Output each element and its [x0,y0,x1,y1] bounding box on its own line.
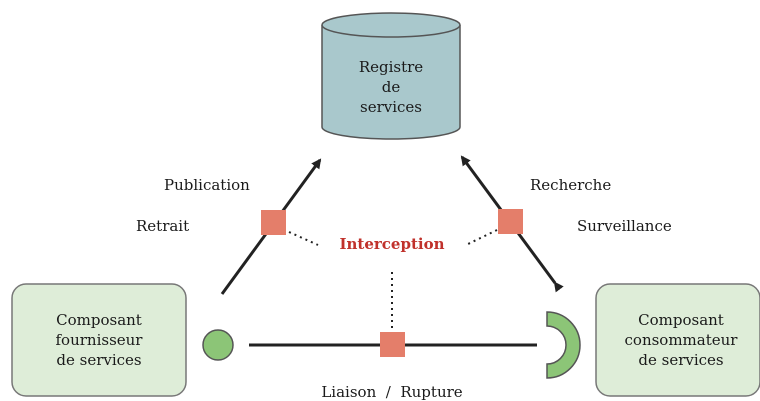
interception-label: Interception [340,235,445,253]
interceptor-binding [380,332,405,357]
consumer-component: Composant consommateur de services [595,283,760,397]
interceptor-publication [261,210,286,235]
registry-label-line1: Registre [359,58,423,76]
registry-top [321,12,461,38]
required-port [546,311,581,379]
provider-label-line1: Composant [56,311,142,329]
recherche-label: Recherche [530,176,611,194]
consumer-label-line3: de services [638,351,723,369]
consumer-label-line2: consommateur [625,331,739,349]
interception-dotted-right [465,229,498,246]
consumer-box [595,283,760,397]
provider-box [11,283,187,397]
service-registry: Registre de services [321,12,461,140]
publication-label: Publication [164,176,250,194]
provider-component: Composant fournisseur de services [11,283,187,397]
interceptor-lookup [498,209,523,234]
liaison-label: Liaison / Rupture [321,383,462,401]
registry-body [321,25,461,140]
registry-label-line3: services [360,98,422,116]
retrait-label: Retrait [136,217,189,235]
registry-label-line2: de [382,78,401,96]
surveillance-label: Surveillance [577,217,672,235]
interception-dotted-left [288,231,319,246]
provider-label-line3: de services [56,351,141,369]
consumer-label-line1: Composant [638,311,724,329]
provided-port [202,329,234,361]
provider-label-line2: fournisseur [56,331,144,349]
